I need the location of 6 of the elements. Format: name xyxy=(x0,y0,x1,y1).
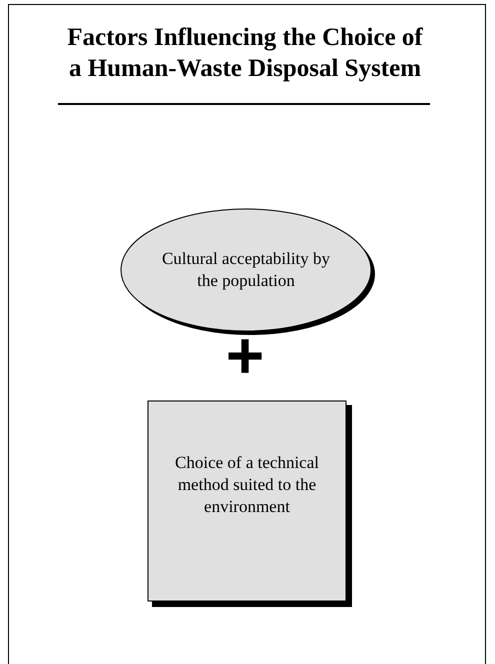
node-text: Cultural acceptability by the population xyxy=(160,248,332,292)
process-box xyxy=(147,400,353,608)
diagram-title: Factors Influencing the Choice of a Human-Waste Disposal System xyxy=(66,23,424,84)
ellipse-node xyxy=(120,208,378,338)
node-text: Choice of a technical method suited to the environment xyxy=(174,452,320,518)
plus-sign: + xyxy=(224,322,266,388)
